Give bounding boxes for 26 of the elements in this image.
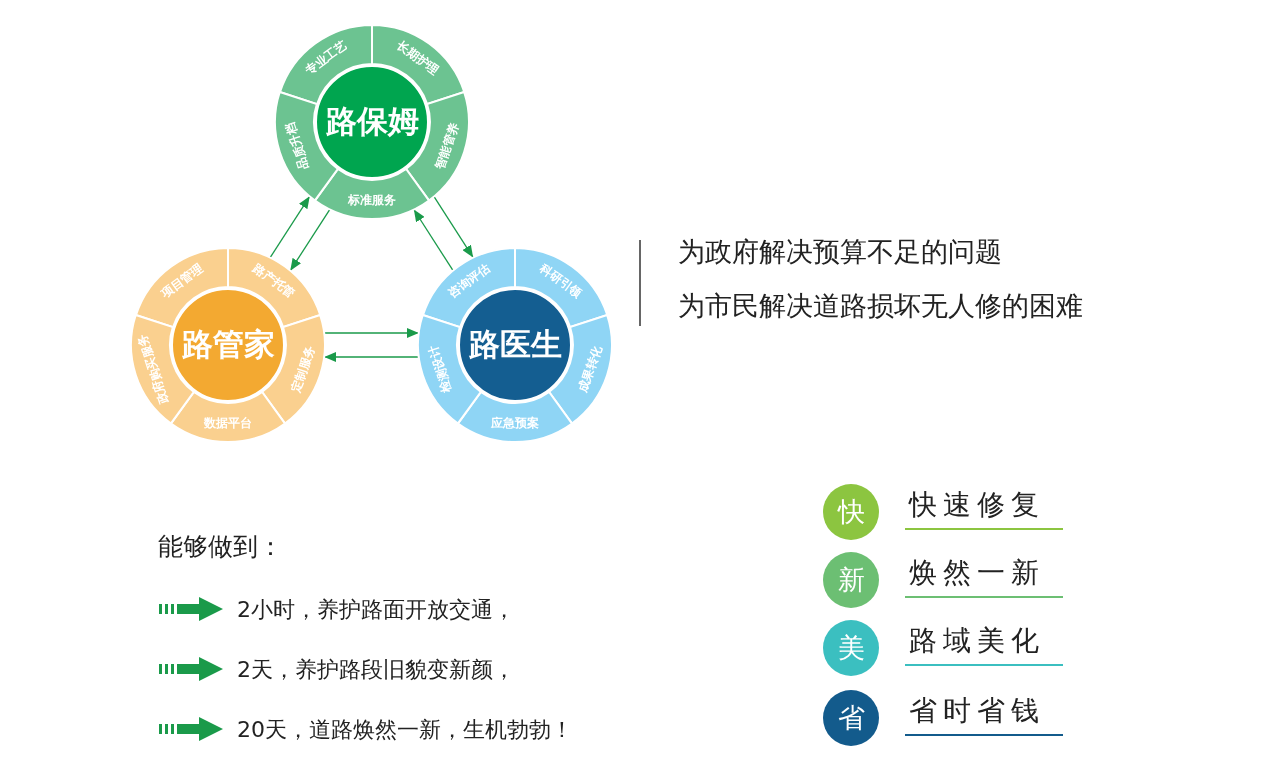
arrow xyxy=(269,195,311,259)
heading-text: 能够做到： xyxy=(158,531,283,563)
feature-text: 路域美化 xyxy=(905,622,1063,666)
list-item-text: 2天，养护路段旧貌变新颜， xyxy=(237,656,515,684)
arrow xyxy=(433,195,474,259)
arrow xyxy=(323,328,420,338)
feature-badge: 美 xyxy=(823,620,879,676)
list-item-text: 20天，道路焕然一新，生机勃勃！ xyxy=(237,716,573,744)
feature-badge: 快 xyxy=(823,484,879,540)
arrow xyxy=(289,208,331,272)
ring-segment: 路产托管 xyxy=(228,248,321,328)
statement-text: 为政府解决预算不足的问题 xyxy=(678,235,1002,269)
feature-badge: 新 xyxy=(823,552,879,608)
feature-badge: 省 xyxy=(823,690,879,746)
feature-text: 焕然一新 xyxy=(905,554,1063,598)
ring-segment: 科研引领 xyxy=(515,248,608,328)
ring-segment: 长期护理 xyxy=(372,25,465,105)
arrow xyxy=(413,208,454,272)
feature-text: 省时省钱 xyxy=(905,692,1063,736)
feature-text: 快速修复 xyxy=(905,486,1063,530)
service-ring xyxy=(418,248,612,442)
service-ring xyxy=(275,25,469,219)
list-item-text: 2小时，养护路面开放交通， xyxy=(237,596,515,624)
statement-text: 为市民解决道路损坏无人修的困难 xyxy=(678,289,1083,323)
arrow xyxy=(323,352,420,362)
service-ring xyxy=(131,248,325,442)
